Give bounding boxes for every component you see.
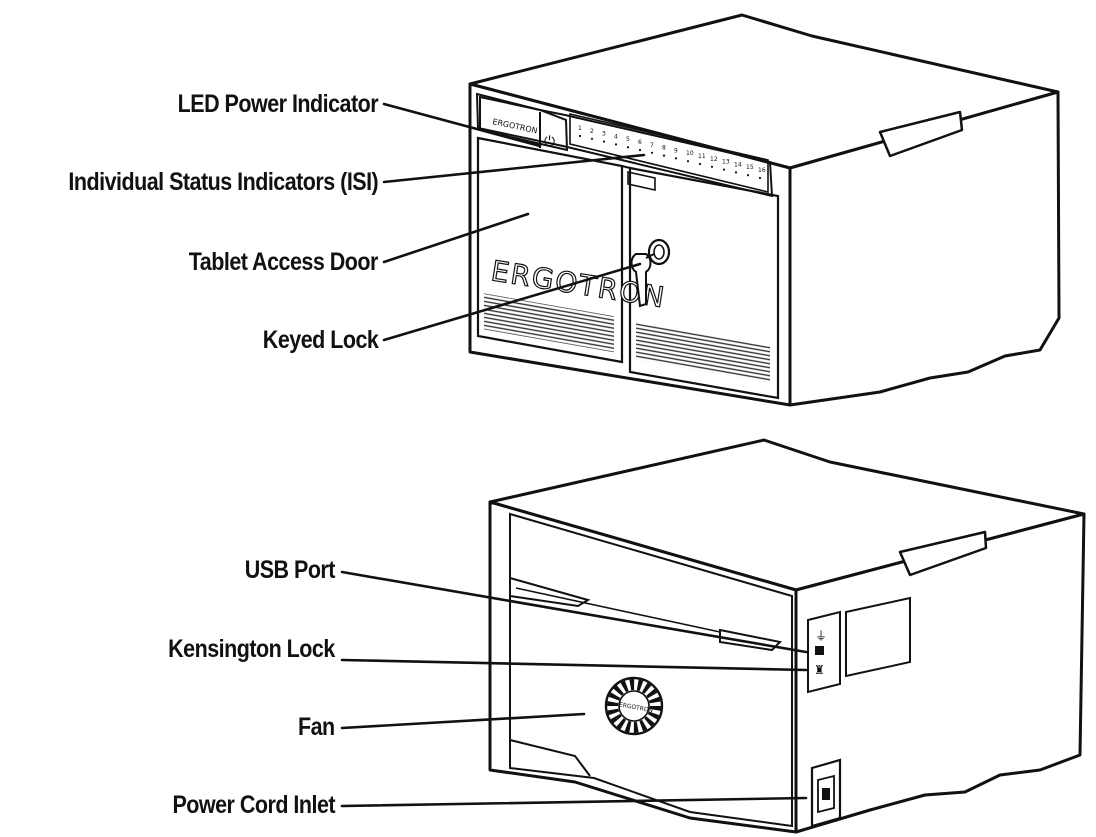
- isi-led: [746, 174, 750, 177]
- leader-keyed-lock: [382, 262, 642, 342]
- isi-led: [722, 168, 726, 171]
- isi-number: 10: [686, 150, 694, 157]
- isi-number: 7: [650, 142, 654, 149]
- isi-number: 14: [734, 161, 742, 168]
- fan-blade: [649, 706, 661, 711]
- back-cart-details: ERGOTRON ⏚ ♜: [509, 512, 911, 828]
- fan-blade: [620, 680, 629, 693]
- leader-lines: [340, 102, 808, 808]
- leader-led-power: [382, 102, 542, 148]
- fan-blade: [629, 679, 635, 691]
- fan-blade: [633, 721, 639, 733]
- isi-led: [614, 143, 618, 146]
- fan-blade: [613, 685, 624, 696]
- isi-number: 8: [662, 145, 666, 152]
- isi-led: [674, 157, 678, 160]
- isi-number: 1: [578, 125, 582, 132]
- back-cart-handle: [898, 530, 988, 577]
- label-plate: [845, 596, 911, 678]
- isi-led: [758, 176, 762, 180]
- isi-number: 3: [602, 131, 606, 138]
- tablet-access-door: [476, 136, 624, 364]
- isi-number: 11: [698, 153, 706, 160]
- isi-number: 16: [758, 167, 766, 174]
- leader-power-inlet: [340, 796, 808, 808]
- fan-blade: [649, 696, 661, 704]
- isi-led: [638, 148, 642, 152]
- usb-port-icon: ⏚: [815, 629, 827, 643]
- isi-number: 5: [626, 136, 630, 143]
- port-panel: [807, 610, 841, 694]
- label-kensington-lock: Kensington Lock: [168, 635, 335, 663]
- label-led-power-indicator: LED Power Indicator: [177, 90, 379, 118]
- kensington-slot-icon: [815, 646, 824, 655]
- fan-blade: [624, 721, 632, 733]
- isi-number: 9: [674, 147, 678, 154]
- isi-led: [686, 160, 690, 163]
- isi-strip: [569, 112, 769, 194]
- isi-led: [578, 134, 582, 138]
- fan-blade: [644, 716, 655, 727]
- isi-number: 15: [746, 164, 754, 171]
- fan-blade: [607, 708, 619, 716]
- isi-led: [626, 146, 630, 149]
- leader-usb-port: [340, 570, 808, 654]
- label-tablet-access-door: Tablet Access Door: [188, 248, 379, 276]
- fan-blade: [607, 701, 619, 706]
- fan-blades: [607, 679, 661, 733]
- kensington-lock-icon: ♜: [814, 663, 825, 677]
- label-usb-port: USB Port: [244, 556, 336, 584]
- isi-number: 6: [638, 139, 642, 146]
- label-keyed-lock: Keyed Lock: [262, 326, 378, 354]
- led-power-indicator-icon: ⏻: [544, 133, 555, 149]
- leader-isi: [382, 153, 646, 184]
- isi-led: [662, 154, 666, 157]
- isi-led: [734, 171, 738, 174]
- fan-blade: [646, 688, 658, 699]
- fan-blade: [647, 711, 660, 720]
- power-cord-inlet-icon: [810, 758, 842, 828]
- fan-blade: [642, 682, 652, 694]
- keyed-lock-icon: [630, 238, 671, 308]
- fan-blade: [636, 679, 644, 691]
- isi-led: [698, 162, 702, 166]
- isi-led: [650, 151, 654, 154]
- isi-led: [710, 165, 714, 168]
- front-cart-handle: [878, 110, 964, 158]
- back-cart: [488, 438, 1086, 834]
- label-fan: Fan: [298, 713, 335, 741]
- fan-blade: [608, 692, 621, 701]
- power-panel: [479, 95, 569, 152]
- label-power-cord-inlet: Power Cord Inlet: [172, 791, 335, 819]
- right-door: [628, 166, 780, 400]
- isi-number: 4: [614, 133, 618, 140]
- isi-number: 13: [722, 159, 730, 166]
- isi-number: 2: [590, 128, 594, 135]
- label-individual-status-indicators: Individual Status Indicators (ISI): [68, 168, 378, 196]
- isi-number: 12: [710, 156, 718, 163]
- fan-icon: ERGOTRON: [604, 676, 664, 736]
- isi-led: [590, 137, 594, 140]
- fan-blade: [610, 713, 622, 724]
- front-cart-side: [788, 90, 1061, 407]
- fan-blade: [616, 718, 626, 730]
- leader-tablet-door: [382, 212, 530, 264]
- leader-fan: [340, 712, 586, 730]
- isi-led: [602, 140, 606, 143]
- fan-blade: [639, 719, 648, 732]
- leader-kensington-lock: [340, 658, 808, 672]
